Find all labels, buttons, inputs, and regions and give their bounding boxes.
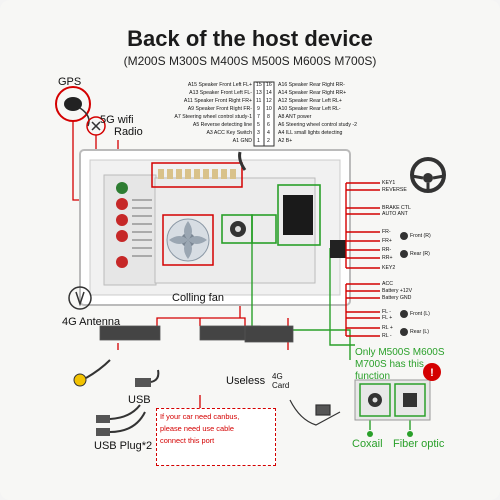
steering-wheel-icon [410,157,446,193]
iso-pin-block [238,81,275,171]
pin-num-l-3: 9 [257,106,260,112]
pin-right-2: A12 Speaker Rear Left RL+ [278,98,342,104]
rear-l-label: Rear (L) [410,329,430,335]
gps-antenna-icon [55,86,91,127]
harness-rr-plus: RR+ [382,255,393,261]
canbus-note-2: please need use cable [160,424,234,433]
cooling-fan-label: Colling fan [172,292,224,304]
card-4g-label-2: Card [272,381,290,390]
main-harness-pins [158,169,236,179]
pin-num-l-1: 13 [256,90,262,96]
harness-fr-minus: FR- [382,229,391,235]
pin-num-r-3: 10 [266,106,272,112]
usb-plug-icon [96,369,160,436]
rca-connectors [116,182,152,268]
antenna-4g-icon [68,286,92,310]
harness-auto-ant: AUTO ANT [382,211,408,217]
bottom-connectors [99,325,294,343]
pin-num-r-7: 2 [267,138,270,144]
model-list: (M200S M300S M400S M500S M600S M700S) [123,54,377,68]
harness-fl-minus: FL - [382,309,392,315]
pin-left-5: A5 Reverse detecting line [192,122,252,128]
pin-num-l-5: 5 [257,122,260,128]
harness-rl-plus: RL + [382,325,393,331]
only-note-2: M700S has this [355,359,424,370]
pin-left-1: A13 Speaker Front Left FL- [189,90,252,96]
pin-num-l-6: 3 [257,130,260,136]
wifi-label: 5G wifi [100,114,134,126]
pin-num-l-7: 1 [257,138,260,144]
harness-key1: KEY1 [382,180,396,186]
cooling-fan-icon [162,214,214,266]
harness-battery-gnd: Battery GND [382,295,412,301]
pin-num-r-6: 4 [267,130,270,136]
only-note-3: function [355,371,391,382]
front-l-label: Front (L) [410,311,430,317]
pin-num-r-0: 16 [266,82,272,88]
canbus-note-3: connect this port [160,436,215,445]
pin-right-1: A14 Speaker Rear Right RR+ [278,90,347,96]
canbus-note-box [156,408,276,466]
harness-rr-minus: RR- [382,247,392,253]
head-unit-chassis [79,149,351,306]
speaker-icons [400,232,408,336]
optical-coax-module [354,379,431,421]
antenna-4g-label: 4G Antenna [62,316,121,328]
page-title: Back of the host device [127,26,373,51]
pin-right-5: A6 Steering wheel control study -2 [278,122,358,128]
harness-key2: KEY2 [382,265,396,271]
main-harness-port [151,162,243,188]
card-4g-cable-icon [289,399,341,426]
pin-num-l-4: 7 [257,114,260,120]
pin-left-2: A11 Speaker Front Right FR+ [183,98,252,104]
harness-battery: Battery +12V [382,288,413,294]
pin-num-l-0: 15 [256,82,262,88]
gps-label: GPS [58,76,82,88]
pin-right-4: A8 ANT power [278,114,312,120]
side-harness-port [283,195,313,235]
front-r-label: Front (R) [410,233,431,239]
pin-num-l-2: 11 [256,98,262,104]
pin-left-7: A1 GND [232,138,252,144]
right-harness [330,182,380,337]
harness-brake: BRAKE CTL [382,205,411,211]
pin-right-3: A10 Speaker Rear Left RL- [278,106,341,112]
harness-reverse: REVERSE [382,187,407,193]
radio-label: Radio [114,126,143,138]
warning-icon: ! [423,363,441,381]
pin-num-r-1: 14 [266,90,272,96]
harness-rl-minus: RL - [382,333,392,339]
harness-acc: ACC [382,281,393,287]
rca-cable-icon [73,359,111,387]
only-note-1: Only M500S M600S [355,347,445,358]
useless-label: Useless [226,375,266,387]
svg-text:!: ! [430,367,434,379]
harness-fl-plus: FL + [382,315,393,321]
pin-right-0: A16 Speaker Rear Right RR- [278,82,345,88]
rear-r-label: Rear (R) [410,251,430,257]
pin-num-r-2: 12 [266,98,272,104]
coaxial-label: Coxail [352,438,383,450]
pin-left-4: A7 Steering wheel control study-1 [174,114,252,120]
usb-plug-label: USB Plug*2 [94,440,153,452]
pin-num-r-5: 6 [267,122,270,128]
pin-right-7: A2 B+ [278,138,293,144]
card-4g-label-1: 4G [272,372,283,381]
pin-left-0: A15 Speaker Front Left FL+ [187,82,252,88]
pin-left-3: A9 Speaker Front Right FR- [187,106,252,112]
pin-right-6: A4 ILL small lights detecting [278,130,343,136]
fiber-optic-label: Fiber optic [393,438,445,450]
green-highlight-ports [221,184,321,246]
harness-fr-plus: FR+ [382,238,392,244]
pin-left-6: A3 ACC Key Switch [206,130,252,136]
usb-label: USB [128,394,151,406]
green-leader-lines [251,243,411,430]
pin-num-r-4: 8 [267,114,270,120]
canbus-note-1: If your car need canbus, [160,412,240,421]
